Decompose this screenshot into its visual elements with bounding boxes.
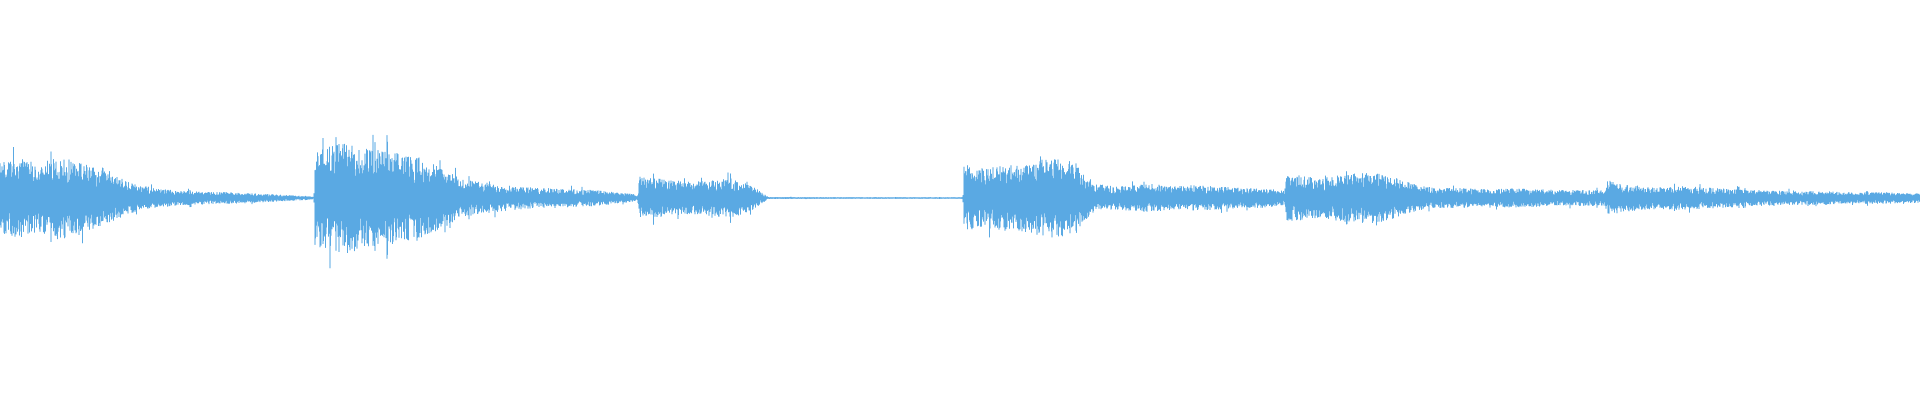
waveform-amplitude [0,134,1920,269]
